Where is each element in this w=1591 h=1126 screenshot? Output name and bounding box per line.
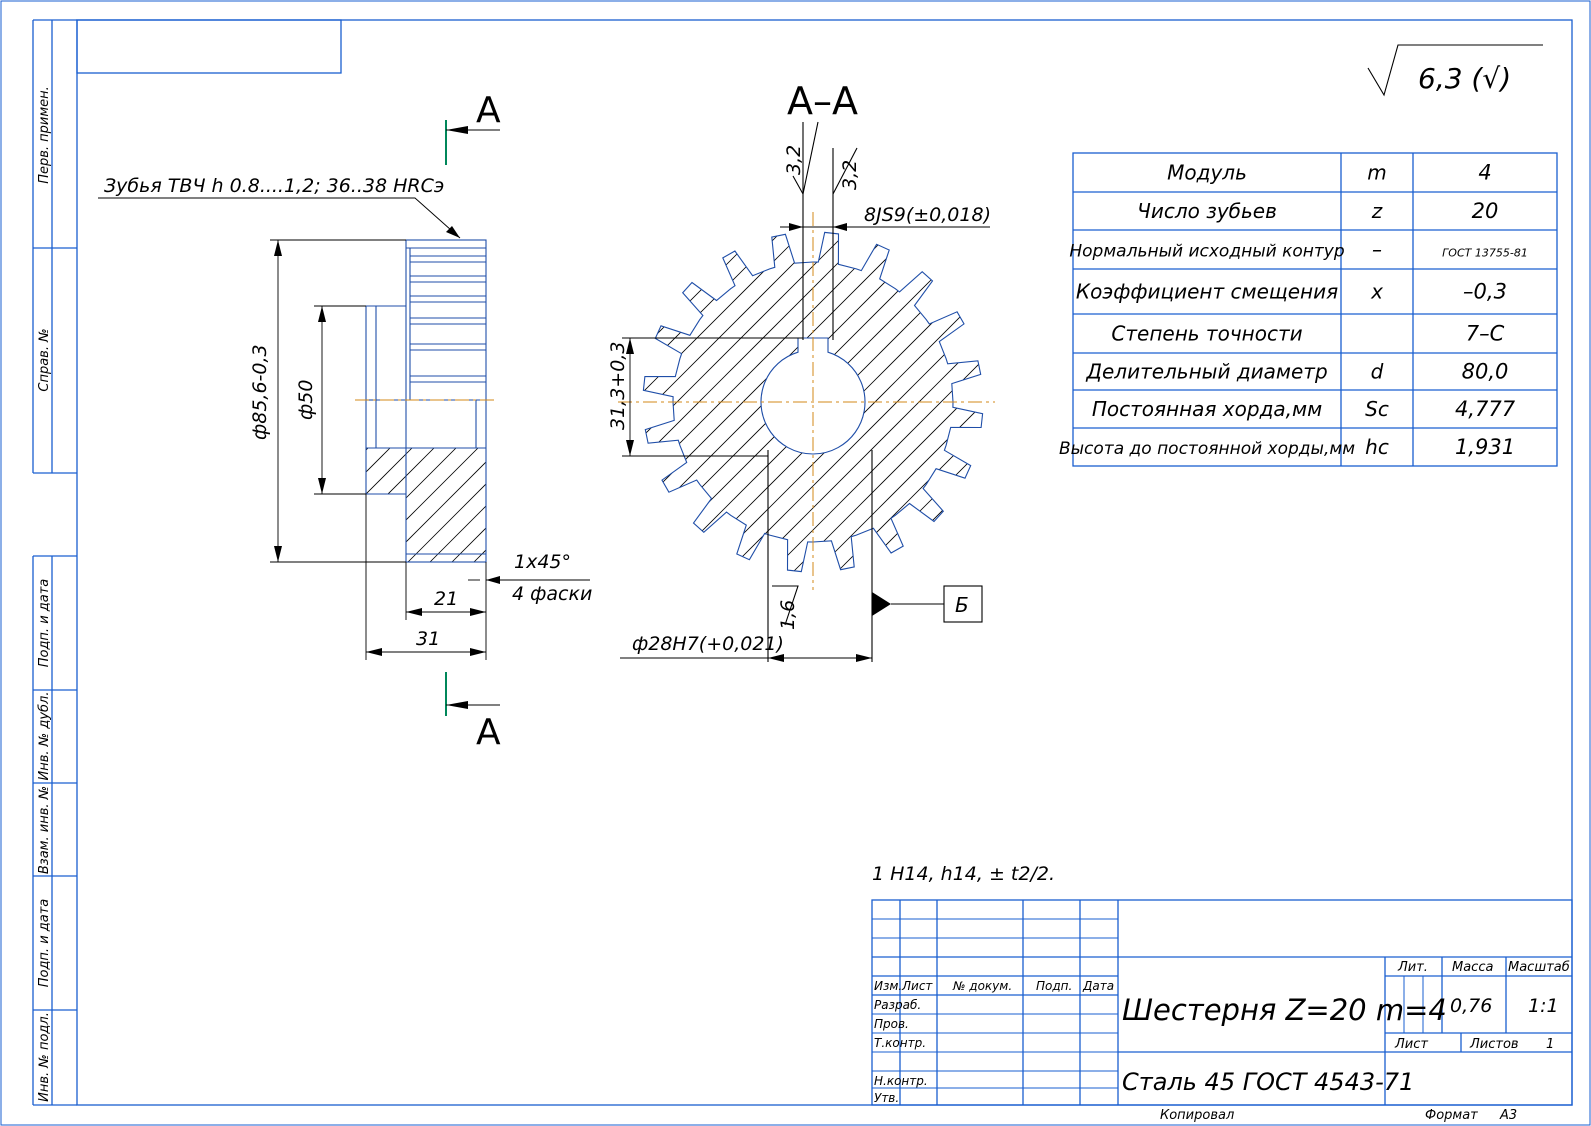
side-label-5: Взам. инв. № xyxy=(37,786,52,874)
section-title: А–А xyxy=(787,79,858,123)
param-row: Делительный диаметр d 80,0 xyxy=(1085,360,1508,384)
param-row: Степень точности 7–С xyxy=(1111,322,1504,346)
param-row: Нормальный исходный контур – ГОСТ 13755-81 xyxy=(1069,238,1527,262)
tb-sheets-label: Листов xyxy=(1469,1037,1519,1052)
param-name: Делительный диаметр xyxy=(1085,360,1327,384)
param-value: 4 xyxy=(1478,161,1491,185)
tb-lit-label: Лит. xyxy=(1397,960,1428,975)
tb-role-developer: Разраб. xyxy=(874,998,921,1012)
side-label-3: Подп. и дата xyxy=(37,579,52,668)
param-symbol: z xyxy=(1371,199,1383,223)
tb-format-label: Формат xyxy=(1425,1108,1478,1123)
param-value: –0,3 xyxy=(1463,280,1507,304)
side-label-4: Инв. № дубл. xyxy=(37,692,52,781)
side-label-2: Справ. № xyxy=(37,328,52,391)
teeth-note: Зубья ТВЧ h 0.8....1,2; 36..38 HRCэ xyxy=(104,175,444,197)
tb-mass: 0,76 xyxy=(1450,995,1492,1017)
section-arrow-top xyxy=(445,120,500,165)
section-letter-top: А xyxy=(476,90,501,131)
side-label-6: Подп. и дата xyxy=(37,899,52,988)
tb-sheet-label: Лист xyxy=(1394,1037,1428,1052)
dim-bore: ф28Н7(+0,021) xyxy=(632,633,784,655)
tb-role-ncontrol: Н.контр. xyxy=(874,1074,928,1088)
param-name: Модуль xyxy=(1167,161,1247,185)
roughness-general: 6,3 (√) xyxy=(1418,62,1511,95)
param-symbol: m xyxy=(1367,161,1386,185)
param-symbol: – xyxy=(1372,238,1382,262)
dim-key-depth: 31,3+0,3 xyxy=(607,342,629,430)
tb-header-date: Дата xyxy=(1082,979,1114,993)
param-name: Число зубьев xyxy=(1137,199,1277,223)
param-value: 20 xyxy=(1472,199,1499,223)
tb-header-doc: № докум. xyxy=(952,979,1012,993)
tb-role-tcontrol: Т.контр. xyxy=(874,1036,926,1050)
param-name: Степень точности xyxy=(1111,322,1302,346)
side-label-1: Перв. примен. xyxy=(37,86,52,184)
tb-header-sign: Подп. xyxy=(1036,979,1072,993)
dim-outer-diameter: ф85,6-0,3 xyxy=(249,344,271,440)
dim-length-21: 21 xyxy=(434,588,458,610)
tb-copied: Копировал xyxy=(1160,1108,1234,1123)
tb-format: А3 xyxy=(1499,1108,1517,1123)
title-block xyxy=(871,899,1573,1106)
roughness-3-2-a: 3,2 xyxy=(783,145,805,175)
tb-scale-label: Масштаб xyxy=(1508,960,1570,975)
param-row: Постоянная хорда,мм Sc 4,777 xyxy=(1092,397,1516,421)
param-value: 80,0 xyxy=(1462,360,1509,384)
dim-keyway-width: 8JS9(±0,018) xyxy=(864,204,991,226)
param-row: Коэффициент смещения x –0,3 xyxy=(1076,280,1507,304)
roughness-1-6: 1,6 xyxy=(777,600,799,630)
param-value: 1,931 xyxy=(1455,435,1515,459)
material: Сталь 45 ГОСТ 4543-71 xyxy=(1122,1068,1414,1096)
param-name: Нормальный исходный контур xyxy=(1069,242,1344,262)
part-name: Шестерня Z=20 m=4 xyxy=(1122,993,1447,1027)
chamfer-count: 4 фаски xyxy=(512,583,592,605)
tb-role-checker: Пров. xyxy=(874,1017,909,1031)
roughness-3-2-b: 3,2 xyxy=(839,160,861,190)
param-row: Число зубьев z 20 xyxy=(1137,199,1498,223)
roughness-general-symbol xyxy=(1367,44,1543,97)
tb-role-approver: Утв. xyxy=(874,1091,899,1105)
param-name: Коэффициент смещения xyxy=(1076,280,1338,304)
tb-scale: 1:1 xyxy=(1528,995,1559,1017)
section-letter-bottom: А xyxy=(476,712,501,753)
param-value: ГОСТ 13755-81 xyxy=(1442,247,1528,260)
param-symbol: d xyxy=(1371,360,1384,384)
param-symbol: hc xyxy=(1365,435,1389,459)
chamfer-dim: 1х45° xyxy=(514,551,571,573)
dim-length-31: 31 xyxy=(416,628,440,650)
tb-header-list: Лист xyxy=(901,979,933,993)
datum-letter: Б xyxy=(955,593,969,617)
tb-mass-label: Масса xyxy=(1452,960,1493,975)
param-name: Высота до постоянной хорды,мм xyxy=(1059,439,1355,459)
param-name: Постоянная хорда,мм xyxy=(1092,397,1322,421)
tb-header-izm: Изм. xyxy=(874,979,902,993)
section-arrow-bottom xyxy=(445,672,500,716)
param-symbol: x xyxy=(1370,280,1383,304)
dim-hub-diameter: ф50 xyxy=(295,380,317,420)
top-left-box xyxy=(76,19,342,74)
tolerance-note: 1 Н14, h14, ± t2/2. xyxy=(872,863,1055,885)
parameter-table xyxy=(1072,152,1558,467)
param-value: 4,777 xyxy=(1455,397,1516,421)
side-label-7: Инв. № подл. xyxy=(37,1012,52,1102)
param-symbol: Sc xyxy=(1365,397,1389,421)
drawing-frame xyxy=(76,19,1573,1106)
tb-sheets: 1 xyxy=(1546,1037,1554,1052)
param-row: Высота до постоянной хорды,мм hc 1,931 xyxy=(1059,435,1515,459)
binding-strip xyxy=(32,19,77,1106)
param-row: Модуль m 4 xyxy=(1167,161,1492,185)
param-value: 7–С xyxy=(1466,322,1505,346)
